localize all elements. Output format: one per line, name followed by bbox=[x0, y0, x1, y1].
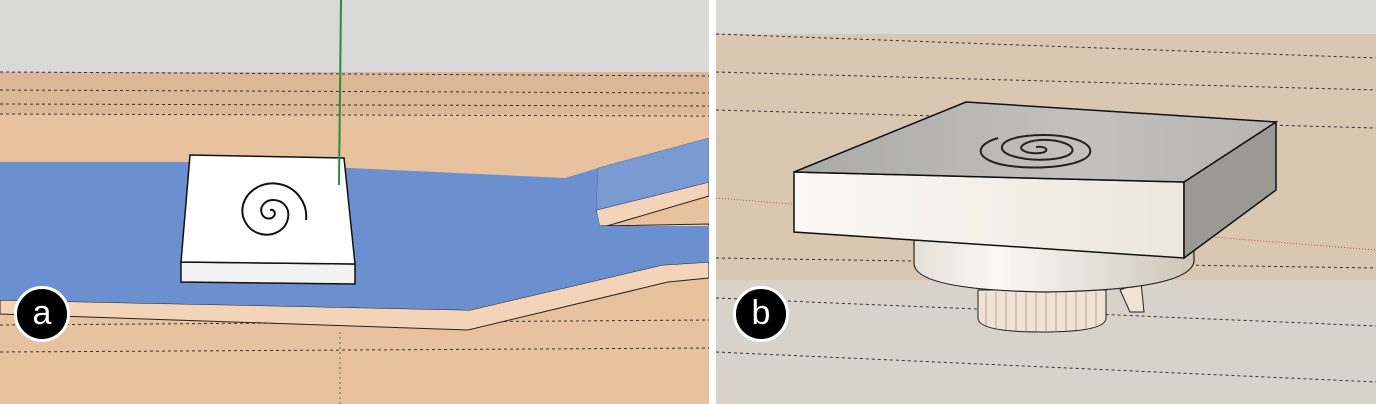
panel-b-scene bbox=[716, 0, 1376, 404]
panel-b-viewport bbox=[716, 0, 1376, 404]
panel-b-label: b bbox=[733, 286, 789, 342]
panel-a-scene bbox=[0, 0, 709, 404]
channel-upper-branch bbox=[595, 137, 709, 211]
tile-side bbox=[180, 261, 356, 285]
tile-top bbox=[180, 154, 356, 265]
cylinder-ribs bbox=[985, 292, 1097, 332]
spiral-pattern bbox=[979, 133, 1092, 169]
channel-surface bbox=[0, 140, 709, 310]
sky bbox=[716, 0, 1376, 34]
box-top bbox=[793, 101, 1279, 183]
lower-cylinder bbox=[977, 289, 1107, 333]
sky bbox=[0, 0, 709, 72]
panel-a-label: a bbox=[14, 286, 70, 342]
spiral-pattern bbox=[241, 182, 308, 236]
axis-green bbox=[338, 0, 342, 186]
panel-a-viewport bbox=[0, 0, 709, 404]
